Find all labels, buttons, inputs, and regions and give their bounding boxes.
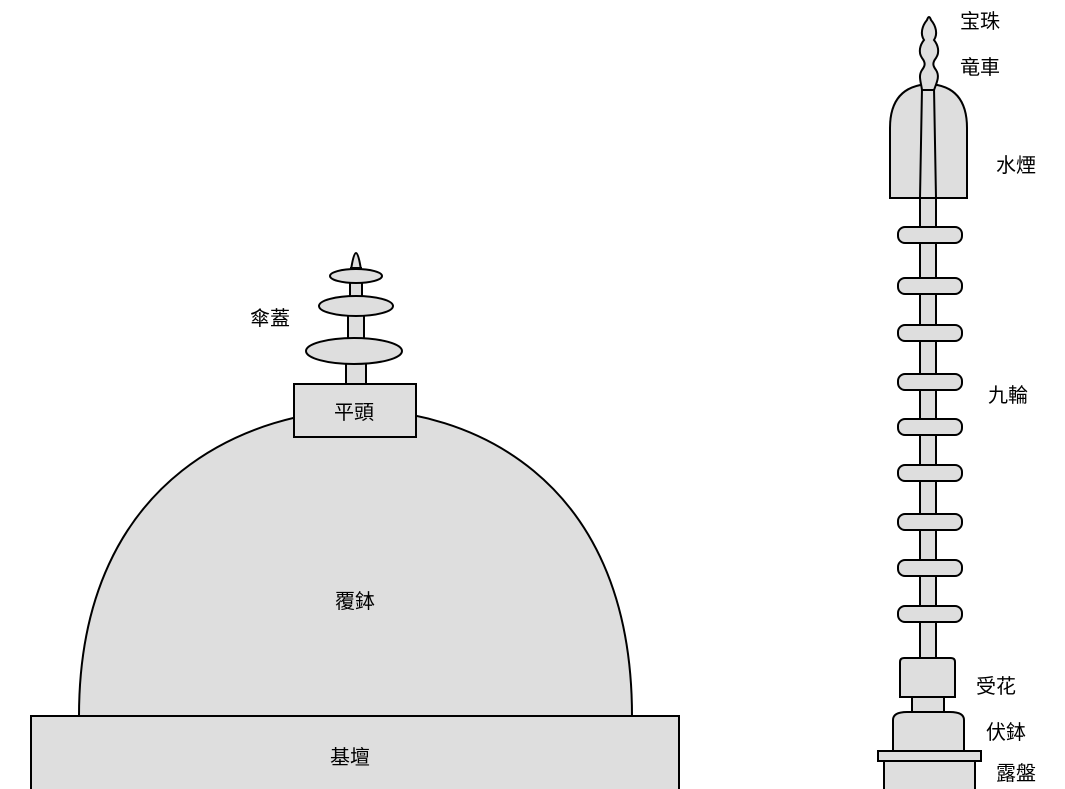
stupa-mast: [347, 313, 365, 341]
stupa-figure: 傘蓋 平頭 覆鉢 基壇: [30, 252, 680, 789]
jewel-label: 宝珠: [960, 9, 1000, 33]
stupa-dome: [77, 408, 634, 717]
lotus-label: 受花: [976, 674, 1016, 698]
water-flame-mast: [918, 87, 938, 199]
stupa-harmika: [293, 383, 417, 438]
mast-piece: [919, 480, 937, 515]
mast-piece: [919, 340, 937, 375]
ring: [897, 226, 963, 244]
lotus-flower: [899, 657, 956, 698]
dragon-wheel-and-jewel: [918, 16, 940, 91]
nine-rings: [897, 226, 963, 623]
ring: [897, 464, 963, 482]
ring: [897, 559, 963, 577]
mast-piece: [919, 621, 937, 659]
mast-piece: [919, 197, 937, 228]
umbrella-disc: [329, 268, 383, 284]
sorin-mast: [919, 197, 937, 659]
mast-piece: [919, 293, 937, 326]
dew-plate: [877, 750, 982, 762]
mast-piece: [919, 575, 937, 607]
umbrella-label: 傘蓋: [250, 306, 290, 330]
dew-plate-base: [883, 760, 976, 789]
ring: [897, 605, 963, 623]
mast-piece: [919, 242, 937, 279]
nine-rings-label: 九輪: [988, 383, 1028, 407]
umbrella-disc: [318, 295, 394, 317]
dome-label: 覆鉢: [335, 589, 375, 613]
dew-plate-label: 露盤: [996, 761, 1036, 785]
ring: [897, 373, 963, 391]
mast-piece: [919, 389, 937, 420]
inverted-bowl-label: 伏鉢: [986, 720, 1026, 744]
mast-piece: [919, 529, 937, 561]
ring: [897, 418, 963, 436]
mast-piece: [919, 434, 937, 466]
sorin-figure: 宝珠 竜車 水煙 九輪 受花 伏鉢 露盤: [877, 9, 1036, 789]
umbrella-disc: [305, 337, 403, 365]
base-label: 基壇: [330, 745, 370, 769]
ring: [897, 513, 963, 531]
water-flame-label: 水煙: [996, 153, 1036, 177]
harmika-label: 平頭: [334, 400, 374, 424]
stupa-mast: [345, 361, 367, 387]
inverted-bowl: [892, 711, 965, 752]
ring: [897, 277, 963, 295]
dragon-wheel-label: 竜車: [960, 55, 1000, 79]
ring: [897, 324, 963, 342]
stupa-base: [30, 715, 680, 789]
